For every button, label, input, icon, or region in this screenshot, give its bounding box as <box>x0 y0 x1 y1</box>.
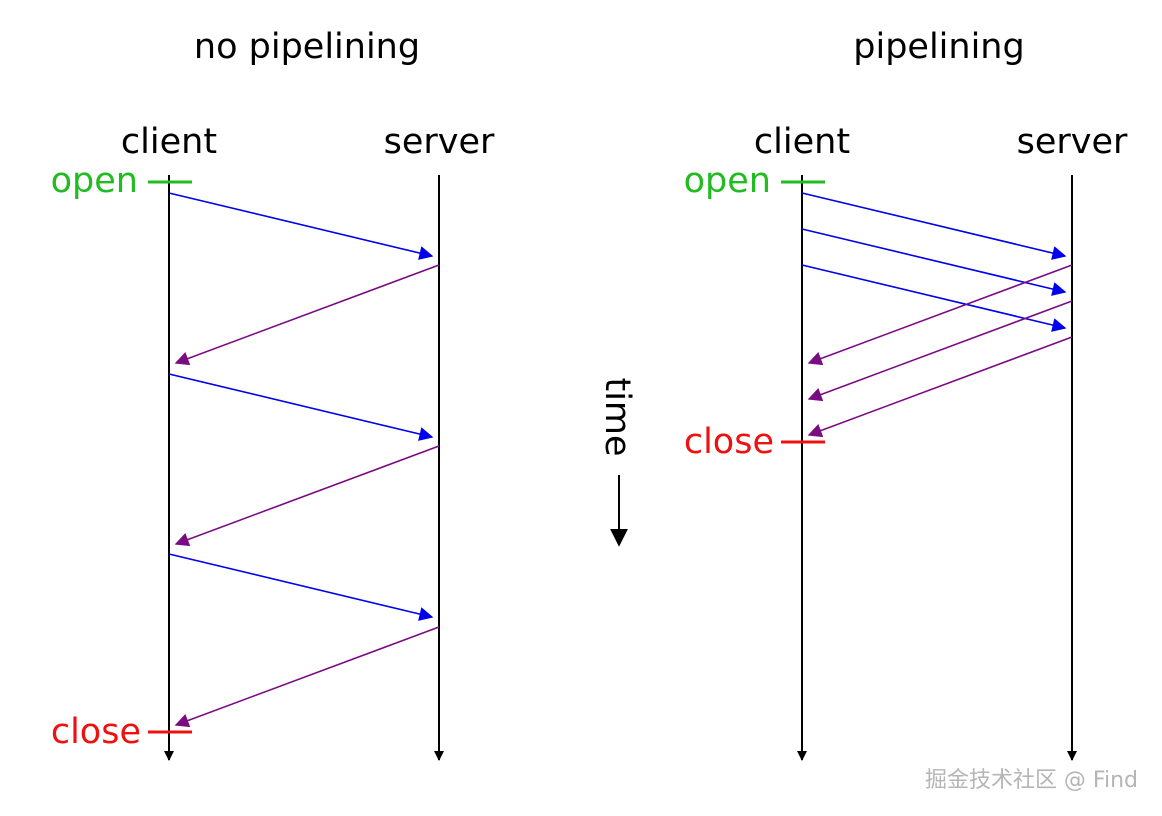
pipelining-open-label: open <box>684 161 771 201</box>
no-pipelining-response-arrow-3 <box>174 626 440 728</box>
pipelining-client-label: client <box>754 122 850 162</box>
pipelining-diagram: pipelining client server open close <box>684 27 1128 761</box>
pipelining-request-arrow-1 <box>801 192 1067 260</box>
no-pipelining-response-arrow-1 <box>174 264 440 366</box>
pipelining-close-label: close <box>684 422 774 462</box>
pipelining-response-arrow-3 <box>807 336 1073 438</box>
watermark-text: 掘金技术社区 @ Find <box>925 768 1138 793</box>
no-pipelining-request-arrow-3 <box>168 553 434 621</box>
no-pipelining-client-label: client <box>121 122 217 162</box>
no-pipelining-response-arrow-2 <box>174 445 440 547</box>
no-pipelining-request-arrow-1 <box>168 192 434 260</box>
pipelining-request-arrow-2 <box>801 228 1067 296</box>
time-label: time <box>597 377 637 456</box>
time-axis: time <box>597 377 637 547</box>
pipelining-request-arrow-3 <box>801 264 1067 332</box>
no-pipelining-open-label: open <box>51 161 138 201</box>
pipelining-response-arrow-1 <box>807 264 1073 366</box>
pipelining-server-label: server <box>1017 122 1128 162</box>
no-pipelining-close-label: close <box>51 712 141 752</box>
no-pipelining-diagram: no pipelining client server open close <box>51 27 495 761</box>
no-pipelining-request-arrow-2 <box>168 373 434 441</box>
no-pipelining-server-label: server <box>384 122 495 162</box>
pipelining-response-arrow-2 <box>807 300 1073 402</box>
pipelining-title: pipelining <box>853 27 1024 67</box>
no-pipelining-title: no pipelining <box>194 27 420 67</box>
